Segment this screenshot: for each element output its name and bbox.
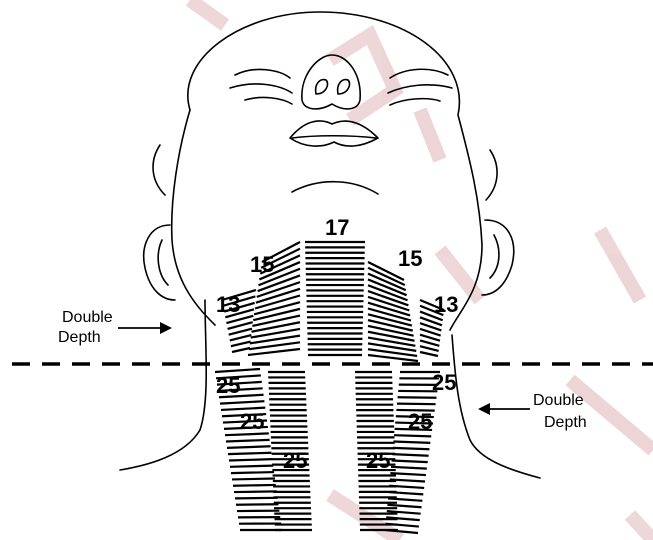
hatch-line [253,309,300,320]
hatch-line [255,296,300,309]
hatch-line [368,326,414,336]
hatch-line [234,491,277,492]
hatch-line [227,446,271,448]
callout-right: Double Depth [478,392,587,431]
hatch-line [388,498,422,500]
hatch-line [231,472,274,473]
lower-neck-hatching [215,369,440,533]
hatch-line [254,302,300,314]
zone-side-left-label: 13 [216,292,240,317]
zone-lower-right-mid-label: 25 [408,409,432,434]
hatch-line [232,478,275,479]
hatch-line [393,448,430,449]
hatch-line [392,454,428,456]
zone-lower-left-inner-label: 25 [283,448,307,473]
callout-right-arrowhead [478,403,490,415]
callout-right-line1: Double [533,392,584,409]
hatch-line [226,440,270,442]
hatch-line [391,467,427,469]
hatch-line [220,401,264,403]
zone-upper-left-label: 15 [250,252,274,277]
hatch-line [420,352,438,356]
hatch-line [229,329,252,335]
hatch-line [232,348,250,352]
hatch-line [233,485,276,486]
zone-lower-right-inner-label: 25 [366,448,390,473]
hatch-line [235,498,278,499]
hatch-line [393,442,430,443]
hatch-line [248,349,300,355]
hatch-line [420,340,439,345]
zone-upper-right-label: 15 [398,246,422,271]
hatch-line [231,342,251,347]
zone-lower-left-outer-label: 25 [216,373,240,398]
hatch-line [368,320,413,331]
hatch-line [228,453,271,454]
zone-lower-right-outer-label: 25 [432,370,456,395]
callout-left-line2: Depth [58,329,101,346]
hatch-line [387,505,421,508]
hatch-line [397,404,436,405]
callout-left-arrowhead [160,322,172,334]
hatch-line [389,492,424,494]
callout-left-line1: Double [62,309,113,326]
zone-chin-label: 17 [325,215,349,240]
hatch-line [230,335,252,340]
head-outline [120,12,540,478]
hatch-line [420,335,440,341]
zone-side-right-label: 13 [434,292,458,317]
hatch-line [215,369,260,372]
hatch-line [394,435,431,436]
callout-left: Double Depth [58,309,172,346]
hatch-line [230,466,273,467]
hatch-line [229,459,272,460]
zone-lower-left-mid-label: 25 [240,409,264,434]
hatch-line [420,346,439,351]
hatch-line [392,460,428,462]
callout-right-line2: Depth [544,414,587,431]
hatch-line [389,486,424,488]
hatch-line [228,322,253,329]
